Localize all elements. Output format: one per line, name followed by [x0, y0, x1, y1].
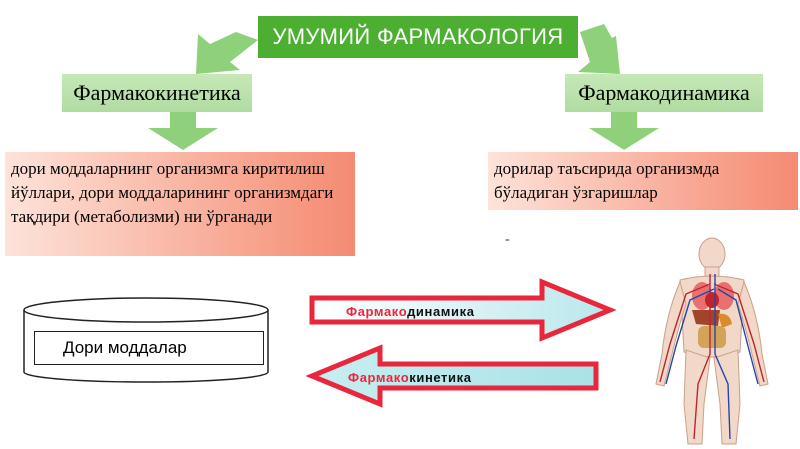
drug-substances-label: Дори моддалар: [34, 331, 264, 365]
svg-text:Фармакокинетика: Фармакокинетика: [348, 370, 472, 385]
pharmacokinetics-label: Фармакокинетика: [62, 74, 252, 112]
arrow-right-prefix: Фармако: [346, 304, 407, 319]
green-down-arrow-icon: [589, 112, 659, 150]
pharmacokinetics-description: дори моддаларнинг организмга киритилиш й…: [5, 152, 355, 256]
main-title: УМУМИЙ ФАРМАКОЛОГИЯ: [258, 16, 578, 58]
pharmacodynamics-description: дорилар таъсирида организмда бўладиган ў…: [488, 152, 798, 210]
human-anatomy-icon: [655, 237, 769, 445]
arrow-left-suffix: кинетика: [409, 370, 471, 385]
arrow-right-suffix: динамика: [407, 304, 475, 319]
arrow-left-prefix: Фармако: [348, 370, 409, 385]
green-down-arrow-icon: [148, 112, 218, 150]
down-left-arrow-icon: [196, 32, 258, 74]
dash-mark: -: [505, 232, 510, 247]
svg-text:Фармакодинамика: Фармакодинамика: [346, 304, 475, 319]
down-right-arrow-icon: [578, 24, 620, 74]
pharmacodynamics-label: Фармакодинамика: [565, 74, 763, 112]
pharmacokinetics-arrow: Фармакокинетика: [306, 344, 599, 408]
pharmacodynamics-arrow: Фармакодинамика: [309, 278, 616, 342]
